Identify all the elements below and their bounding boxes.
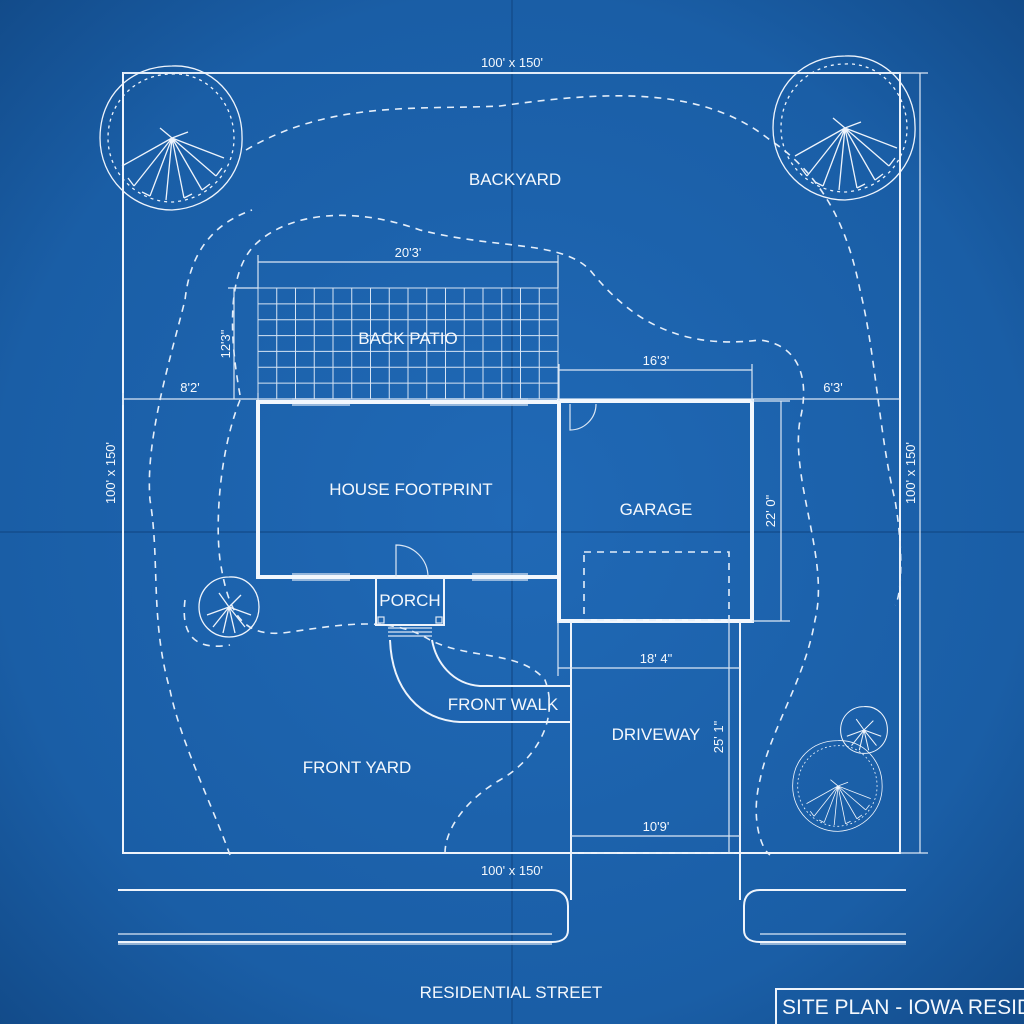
house-footprint-label: HOUSE FOOTPRINT	[329, 480, 492, 499]
back-patio-label: BACK PATIO	[358, 329, 458, 348]
back-patio-grid	[257, 287, 559, 400]
lot-bottom-dimension: 100' x 150'	[481, 863, 543, 878]
corner-bed-outline	[183, 599, 231, 647]
lot-right-dimension: 100' x 150'	[903, 442, 918, 504]
front-yard-label: FRONT YARD	[303, 758, 412, 777]
front-bed-outline	[217, 399, 551, 854]
backyard-label: BACKYARD	[469, 170, 561, 189]
title-block-frame	[775, 988, 1024, 1024]
driveway-length-dimension: 25' 1"	[711, 720, 726, 753]
garage-door-swing	[569, 403, 597, 431]
garage-depth-dimension: 22' 0"	[763, 494, 778, 527]
garage-width-dimension: 16'3'	[643, 353, 670, 368]
front-walk-path	[389, 639, 571, 723]
house-door-swing	[395, 544, 429, 578]
title-block-text: SITE PLAN - IOWA RESID	[782, 996, 1024, 1019]
driveway-label: DRIVEWAY	[612, 725, 701, 744]
garage-walls	[557, 399, 754, 623]
lot-top-dimension: 100' x 150'	[481, 55, 543, 70]
lot-left-dimension: 100' x 150'	[103, 442, 118, 504]
left-setback-dimension: 8'2'	[180, 380, 199, 395]
porch-post-left	[377, 616, 385, 624]
residential-street-label: RESIDENTIAL STREET	[420, 983, 603, 1002]
patio-depth-dimension: 12'3"	[218, 329, 233, 358]
porch-label: PORCH	[379, 591, 440, 610]
landscape-outline-inner	[148, 209, 253, 856]
garage-label: GARAGE	[620, 500, 693, 519]
porch-post-right	[435, 616, 443, 624]
patio-width-dimension: 20'3'	[395, 245, 422, 260]
porch-steps	[388, 627, 432, 637]
driveway-width-top-dimension: 18' 4"	[640, 651, 673, 666]
residential-street	[118, 889, 906, 945]
driveway-width-bottom-dimension: 10'9'	[643, 819, 670, 834]
landscape-outline-outer	[245, 95, 902, 606]
right-setback-dimension: 6'3'	[823, 380, 842, 395]
house-windows	[292, 398, 528, 581]
front-walk-label: FRONT WALK	[448, 695, 559, 714]
garage-parking-outline	[583, 551, 730, 621]
porch-outline	[375, 577, 445, 626]
